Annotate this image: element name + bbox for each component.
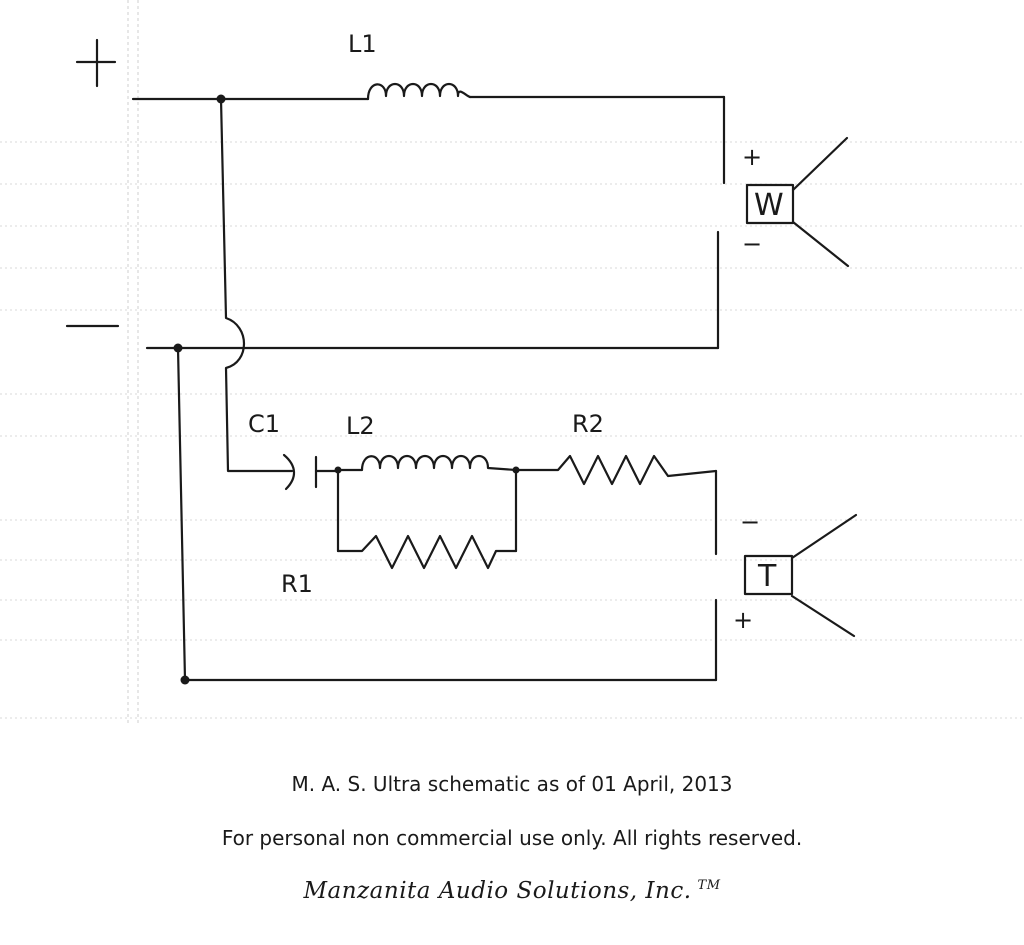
label-c1: C1 — [248, 410, 280, 438]
positive-input-sign — [75, 38, 117, 88]
resistor-r2 — [514, 454, 718, 486]
capacitor-c1 — [282, 453, 340, 491]
negative-return-wire — [176, 346, 187, 682]
signature-company: Manzanita Audio Solutions, Inc. — [303, 878, 692, 904]
label-tweeter-plus: + — [733, 606, 753, 634]
label-r2: R2 — [572, 410, 604, 438]
label-woofer-plus: + — [742, 143, 762, 171]
crossover-schematic: L1 C1 L2 R2 R1 W T + − − + — [0, 0, 1024, 725]
woofer-speaker — [745, 136, 850, 268]
label-woofer: W — [754, 188, 784, 223]
caption-title: M. A. S. Ultra schematic as of 01 April,… — [291, 772, 733, 796]
resistor-r1 — [336, 468, 518, 570]
caption-rights: For personal non commercial use only. Al… — [221, 826, 803, 850]
label-l2: L2 — [346, 412, 375, 440]
inductor-l1 — [366, 82, 472, 101]
paper-ruling — [0, 0, 1024, 725]
tweeter-speaker — [743, 513, 858, 638]
company-signature: Manzanita Audio Solutions, Inc. TM — [0, 878, 1024, 904]
label-woofer-minus: − — [742, 230, 762, 258]
inductor-l2 — [336, 454, 518, 472]
label-r1: R1 — [281, 570, 313, 598]
label-tweeter-minus: − — [740, 508, 760, 536]
label-l1: L1 — [348, 30, 377, 58]
label-tweeter: T — [757, 559, 777, 594]
trademark-mark: TM — [697, 878, 721, 894]
